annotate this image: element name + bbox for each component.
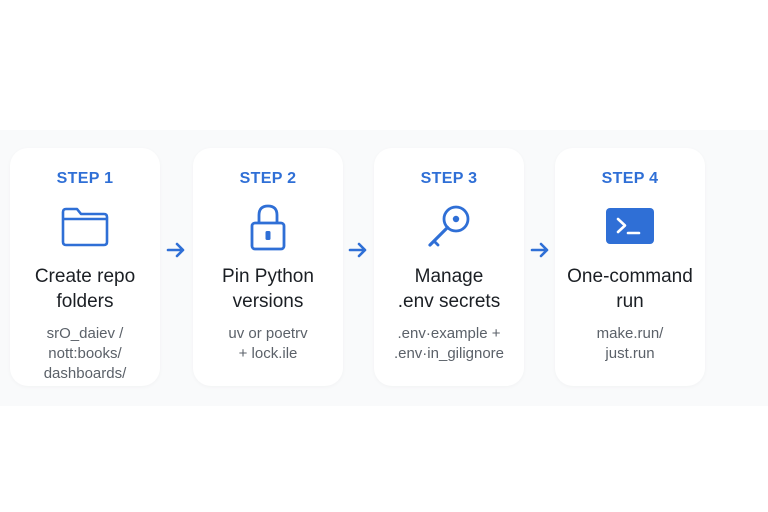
step-description: srO_daiev / nott:books/ dashboards/ — [43, 325, 127, 382]
step-title: Create repo folders — [34, 266, 136, 312]
step-card-3: STEP 3 Manage .env secrets .env·example … — [374, 148, 524, 386]
step-card-2: STEP 2 Pin Python versions uv or poetrv … — [193, 148, 343, 386]
step-card-1: STEP 1 Create repo folders srO_daiev / n… — [10, 148, 160, 386]
terminal-icon — [604, 204, 656, 250]
step-description: make.run/ just.run — [596, 325, 664, 362]
arrow-right-icon — [166, 242, 185, 258]
step-label: STEP 2 — [239, 170, 297, 187]
step-title: Pin Python versions — [222, 266, 314, 312]
step-label: STEP 4 — [601, 170, 659, 187]
step-title: One-command run — [567, 266, 693, 312]
key-icon — [423, 204, 475, 250]
step-description: uv or poetrv + lock.ile — [228, 325, 308, 362]
arrow-right-icon — [530, 242, 549, 258]
step-title: Manage .env secrets — [397, 266, 501, 312]
arrow-right-icon — [348, 242, 367, 258]
step-label: STEP 1 — [56, 170, 114, 187]
step-label: STEP 3 — [420, 170, 478, 187]
folder-icon — [59, 204, 111, 250]
step-description: .env·example + .env·in_gilignore — [393, 325, 505, 362]
step-card-4: STEP 4 One-command run make.run/ just.ru… — [555, 148, 705, 386]
lock-icon — [242, 204, 294, 251]
